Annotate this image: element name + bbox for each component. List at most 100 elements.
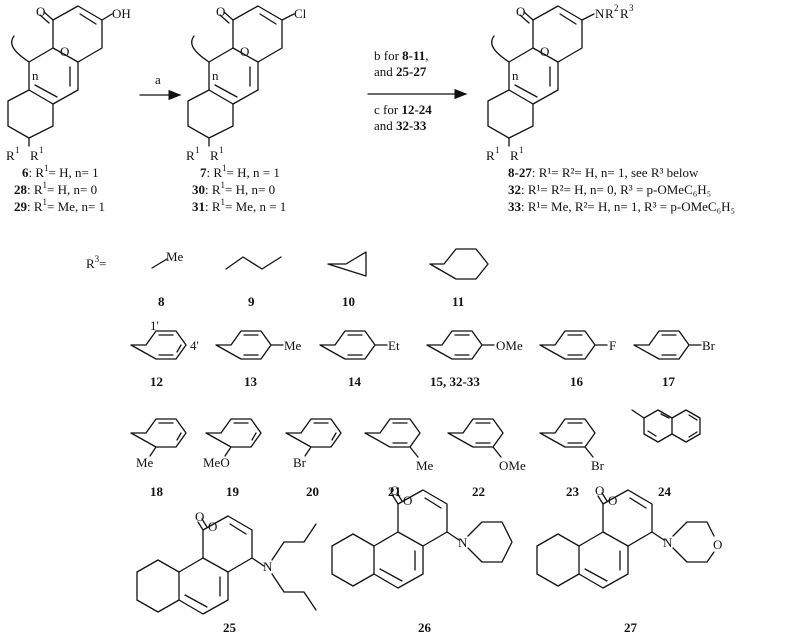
- legend-product: 8-27: R¹= R²= H, n= 1, see R³ below 32: …: [508, 165, 735, 214]
- label-ome-22: OMe: [499, 458, 526, 473]
- label-br-17: Br: [702, 338, 716, 353]
- id-14: 14: [348, 374, 362, 389]
- atom-n-7: n: [212, 68, 219, 83]
- atom-r1a-6: R: [6, 148, 15, 163]
- atom-n-27: N: [663, 535, 673, 550]
- atom-o-ring-6: O: [60, 44, 69, 59]
- atom-r1b-sup-6: 1: [39, 145, 44, 155]
- label-ome-15: OMe: [496, 338, 523, 353]
- atom-r1a-7: R: [186, 148, 195, 163]
- id-8: 8: [158, 294, 165, 309]
- label-me-18: Me: [136, 455, 154, 470]
- atom-n-amine: N: [595, 6, 605, 21]
- atom-r3: R: [620, 6, 629, 21]
- atom-r1a-sup-8: 1: [495, 145, 500, 155]
- id-17: 17: [662, 374, 676, 389]
- atom-r1a-sup-6: 1: [15, 145, 20, 155]
- r3-p-ethylphenyl-14: [319, 330, 388, 360]
- r3-p-fluorophenyl-16: [539, 330, 608, 360]
- atom-o-26: O: [403, 493, 412, 508]
- label-step-b-line2: and 25-27: [374, 64, 427, 79]
- atom-oh-6: OH: [112, 6, 131, 21]
- atom-o-carbonyl-7: O: [216, 4, 225, 19]
- label-1prime: 1': [150, 318, 159, 333]
- atom-r1b-sup-8: 1: [519, 145, 524, 155]
- atom-o-27: O: [608, 493, 617, 508]
- atom-n-6: n: [32, 68, 39, 83]
- label-me-13: Me: [284, 338, 302, 353]
- atom-o-ring-8: O: [540, 44, 549, 59]
- r3-o-tolyl-18: [130, 418, 187, 457]
- structure-27: [536, 489, 715, 589]
- r3-m-bromophenyl-23: [539, 418, 596, 458]
- r3-p-bromophenyl-17: [633, 330, 702, 360]
- structure-amino-coumarin: [487, 5, 595, 147]
- svg-text:29: R1= Me, n= 1: 29: R1= Me, n= 1: [14, 197, 105, 214]
- label-4prime: 4': [190, 338, 199, 353]
- label-me-8: Me: [166, 249, 184, 264]
- id-19: 19: [226, 484, 240, 499]
- r3-propyl: [225, 256, 282, 270]
- svg-text:32: R¹= R²= H, n= 0, R³ = p-OM: 32: R¹= R²= H, n= 0, R³ = p-OMeC₆H₅: [508, 182, 711, 197]
- atom-n-26: N: [458, 535, 468, 550]
- legend-chloro: 7: R1= H, n = 1 30: R1= H, n= 0 31: R1= …: [192, 163, 286, 214]
- r3-2-naphthyl-24: [631, 409, 701, 443]
- svg-text:6: R1= H, n= 1: 6: R1= H, n= 1: [22, 163, 99, 180]
- id-27: 27: [624, 620, 638, 635]
- id-9: 9: [248, 294, 255, 309]
- atom-o-carbonyl-25: O: [195, 509, 204, 524]
- label-br-23: Br: [591, 458, 605, 473]
- structure-chloro-coumarin: [187, 5, 295, 147]
- id-22: 22: [472, 484, 485, 499]
- atom-cl-7: Cl: [294, 6, 307, 21]
- atom-o-morpholine-27: O: [713, 537, 722, 552]
- atom-r1b-sup-7: 1: [219, 145, 224, 155]
- r3-m-tolyl-21: [364, 418, 421, 458]
- id-26: 26: [418, 620, 432, 635]
- id-23: 23: [566, 484, 580, 499]
- id-16: 16: [570, 374, 584, 389]
- structure-26: [331, 489, 513, 589]
- label-meo-19: MeO: [203, 455, 230, 470]
- r3-o-anisyl-19: [205, 418, 262, 457]
- id-25: 25: [223, 620, 237, 635]
- atom-r1a-8: R: [486, 148, 495, 163]
- id-10: 10: [342, 294, 355, 309]
- atom-o-carbonyl-26: O: [390, 483, 399, 498]
- label-step-c-line2: and 32-33: [374, 118, 427, 133]
- svg-text:30: R1= H, n= 0: 30: R1= H, n= 0: [192, 180, 275, 197]
- id-11: 11: [452, 294, 464, 309]
- r3-p-tolyl-13: [215, 330, 284, 360]
- r3-cyclohexyl: [429, 248, 489, 280]
- r3-o-bromophenyl-20: [285, 418, 342, 457]
- atom-o-25: O: [208, 519, 217, 534]
- label-step-c-line1: c for 12-24: [374, 102, 432, 117]
- label-step-b-line1: b for 8-11,: [374, 48, 429, 63]
- label-step-a: a: [155, 72, 161, 87]
- atom-r2-sup: 2: [614, 3, 619, 13]
- atom-o-carbonyl-6: O: [36, 4, 45, 19]
- atom-o-carbonyl-27: O: [595, 483, 604, 498]
- label-me-21: Me: [416, 458, 434, 473]
- svg-text:7: R1= H, n = 1: 7: R1= H, n = 1: [200, 163, 280, 180]
- atom-r1a-sup-7: 1: [195, 145, 200, 155]
- id-13: 13: [244, 374, 258, 389]
- label-f-16: F: [609, 338, 616, 353]
- id-18: 18: [150, 484, 164, 499]
- id-24: 24: [658, 484, 672, 499]
- svg-text:8-27: R¹= R²= H, n= 1, see R³: 8-27: R¹= R²= H, n= 1, see R³ below: [508, 165, 699, 180]
- svg-text:28: R1= H, n= 0: 28: R1= H, n= 0: [14, 180, 97, 197]
- id-20: 20: [306, 484, 319, 499]
- svg-text:33: R¹= Me, R²= H, n= 1, R³ =: 33: R¹= Me, R²= H, n= 1, R³ = p-OMeC₆H₅: [508, 199, 735, 214]
- r3-p-anisyl-15: [426, 330, 495, 360]
- legend-start: 6: R1= H, n= 1 28: R1= H, n= 0 29: R1= M…: [14, 163, 105, 214]
- atom-r1b-6: R: [30, 148, 39, 163]
- structure-25: [136, 515, 317, 615]
- atom-r2: R: [605, 6, 614, 21]
- label-et-14: Et: [388, 338, 400, 353]
- atom-o-ring-7: O: [240, 44, 249, 59]
- structure-starting-coumarin: [7, 5, 113, 147]
- id-12: 12: [150, 374, 163, 389]
- atom-n-25: N: [263, 559, 273, 574]
